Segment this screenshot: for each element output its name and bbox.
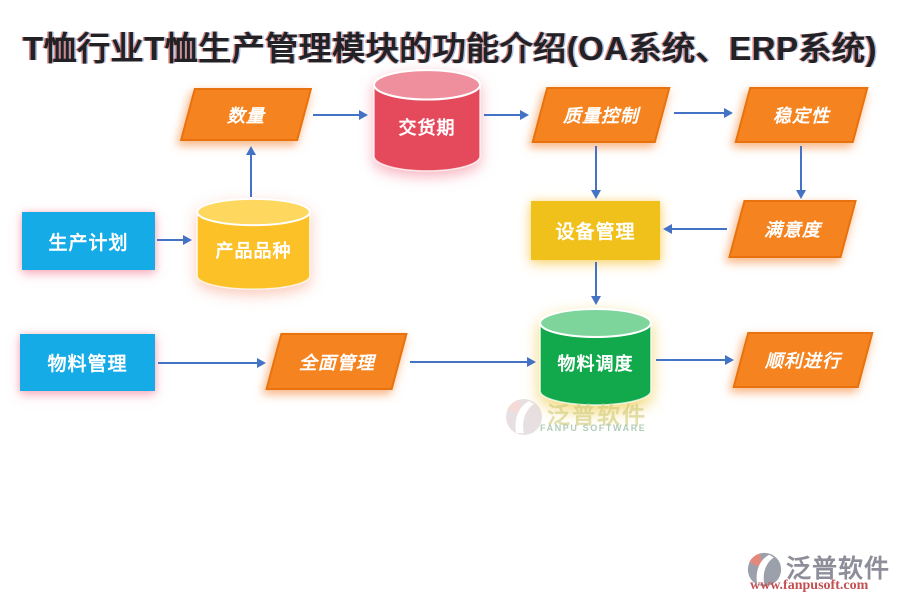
node-material-management: 物料管理 bbox=[20, 334, 155, 391]
arrowhead-icon bbox=[527, 357, 536, 367]
arrowhead-icon bbox=[183, 235, 192, 245]
watermark-brand-en-text: FANPU SOFTWARE bbox=[540, 423, 647, 433]
node-satisfaction-label: 满意度 bbox=[764, 220, 821, 240]
cylinder-shape-icon bbox=[373, 69, 481, 172]
page-title: T恤行业T恤生产管理模块的功能介绍(OA系统、ERP系统) bbox=[22, 30, 878, 67]
fanpu-logo-icon bbox=[747, 552, 782, 587]
arrow-material-scheduling-to-smooth-progress bbox=[656, 355, 734, 365]
node-comprehensive-management-label: 全面管理 bbox=[298, 352, 375, 373]
arrowhead-icon bbox=[359, 110, 368, 120]
node-quality-control-label: 质量控制 bbox=[563, 106, 639, 126]
arrow-delivery-time-to-quality-control bbox=[484, 110, 529, 120]
node-quantity: 数量 bbox=[179, 88, 313, 141]
arrowhead-icon bbox=[257, 358, 266, 368]
arrowhead-icon bbox=[520, 110, 529, 120]
node-production-plan: 生产计划 bbox=[22, 212, 155, 270]
arrowhead-icon bbox=[724, 108, 733, 118]
node-smooth-progress: 顺利进行 bbox=[732, 332, 874, 388]
footer-brand-text: 泛普软件 bbox=[786, 555, 891, 583]
arrowhead-icon bbox=[663, 224, 672, 234]
arrow-product-variety-to-quantity bbox=[246, 146, 256, 197]
node-comprehensive-management: 全面管理 bbox=[265, 333, 408, 390]
arrow-equipment-management-to-material-scheduling bbox=[591, 262, 601, 305]
node-quality-control: 质量控制 bbox=[531, 87, 671, 143]
arrow-material-management-to-comprehensive-management bbox=[158, 358, 266, 368]
node-quantity-label: 数量 bbox=[227, 105, 265, 126]
arrowhead-icon bbox=[796, 190, 806, 199]
node-stability-label: 稳定性 bbox=[773, 106, 830, 126]
arrowhead-icon bbox=[725, 355, 734, 365]
node-material-scheduling: 物料调度 bbox=[538, 307, 653, 407]
node-satisfaction: 满意度 bbox=[728, 200, 857, 258]
node-smooth-progress-label: 顺利进行 bbox=[765, 351, 841, 371]
footer-logo: 泛普软件 www.fanpusoft.com bbox=[746, 549, 896, 594]
arrow-satisfaction-to-equipment-management bbox=[663, 224, 727, 234]
node-product-variety-label: 产品品种 bbox=[215, 240, 292, 261]
footer-url-text: www.fanpusoft.com bbox=[750, 578, 869, 593]
node-equipment-management: 设备管理 bbox=[531, 201, 660, 260]
arrow-quantity-to-delivery-time bbox=[313, 110, 368, 120]
node-material-scheduling-label: 物料调度 bbox=[557, 354, 634, 374]
arrowhead-icon bbox=[591, 190, 601, 199]
node-delivery-time-label: 交货期 bbox=[398, 117, 456, 138]
node-product-variety: 产品品种 bbox=[195, 197, 312, 291]
fanpu-logo-icon bbox=[506, 399, 542, 435]
node-production-plan-label: 生产计划 bbox=[48, 232, 129, 254]
arrow-production-plan-to-product-variety bbox=[157, 235, 192, 245]
node-equipment-management-label: 设备管理 bbox=[555, 222, 636, 243]
arrowhead-icon bbox=[246, 146, 256, 155]
cylinder-shape-icon bbox=[196, 197, 311, 290]
node-delivery-time: 交货期 bbox=[372, 68, 482, 173]
arrow-quality-control-to-equipment-management bbox=[591, 146, 601, 199]
arrow-stability-to-satisfaction bbox=[796, 146, 806, 199]
arrowhead-icon bbox=[591, 296, 601, 305]
watermark-brand-text: 泛普软件 bbox=[547, 402, 647, 428]
node-material-management-label: 物料管理 bbox=[47, 354, 128, 375]
arrow-comprehensive-management-to-material-scheduling bbox=[410, 357, 536, 367]
arrow-quality-control-to-stability bbox=[674, 108, 733, 118]
node-stability: 稳定性 bbox=[734, 87, 869, 143]
cylinder-shape-icon bbox=[539, 308, 652, 406]
